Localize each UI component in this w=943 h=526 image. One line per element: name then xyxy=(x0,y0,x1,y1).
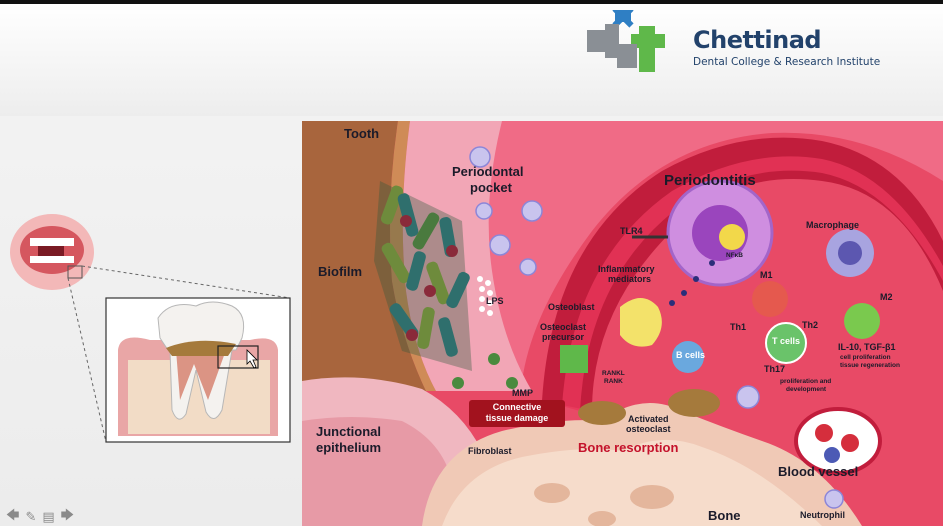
label-proliferation: proliferation and xyxy=(780,379,831,386)
label-macrophage: Macrophage xyxy=(806,221,859,230)
figure-title: Periodontitis xyxy=(664,173,756,189)
connective-tissue-damage-box: Connective tissue damage xyxy=(469,400,565,427)
label-m1: M1 xyxy=(760,271,773,280)
label-ctd-2: tissue damage xyxy=(469,414,565,423)
label-b-cells: B cells xyxy=(676,351,705,360)
label-biofilm: Biofilm xyxy=(318,265,362,279)
label-inflammatory-2: mediators xyxy=(608,275,651,284)
pen-icon[interactable]: ✎ xyxy=(25,510,36,525)
slide-nav-controls: 🡄 ✎ ▤ 🡆 xyxy=(6,508,126,526)
m1-cell xyxy=(752,281,788,317)
label-nfkb: NFκB xyxy=(726,253,743,260)
label-ctd-1: Connective xyxy=(469,403,565,412)
label-tlr4: TLR4 xyxy=(620,227,643,236)
label-periodontal-pocket-2: pocket xyxy=(470,181,512,195)
label-cell-proliferation: cell proliferation xyxy=(840,355,891,362)
m2-cell xyxy=(844,303,880,339)
label-epithelium: epithelium xyxy=(316,441,381,455)
label-development: development xyxy=(786,387,826,394)
label-rankl: RANKL xyxy=(602,371,625,378)
tooth-thumbnail-illustration xyxy=(0,200,300,460)
periodontitis-figure: Tooth Periodontal pocket Periodontitis B… xyxy=(302,121,943,526)
previous-arrow-icon[interactable]: 🡄 xyxy=(6,506,19,526)
label-il10: IL-10, TGF-β1 xyxy=(838,343,896,352)
label-rank: RANK xyxy=(604,379,623,386)
chettinad-logo xyxy=(587,10,677,74)
brand-name: Chettinad xyxy=(693,26,821,54)
label-blood-vessel: Blood vessel xyxy=(778,465,858,479)
label-th2: Th2 xyxy=(802,321,818,330)
label-activated-osteoclast-2: osteoclast xyxy=(626,425,671,434)
brand-subtitle: Dental College & Research Institute xyxy=(693,56,943,68)
osteoblast-cell xyxy=(620,298,662,347)
label-th17: Th17 xyxy=(764,365,785,374)
slide-header: Chettinad Dental College & Research Inst… xyxy=(0,4,943,116)
next-arrow-icon[interactable]: 🡆 xyxy=(61,506,74,526)
label-mmp: MMP xyxy=(512,389,533,398)
mouth-icon xyxy=(10,214,94,290)
label-periodontal-pocket-1: Periodontal xyxy=(452,165,524,179)
label-lps: LPS xyxy=(486,297,504,306)
label-tooth: Tooth xyxy=(344,127,379,141)
label-m2: M2 xyxy=(880,293,893,302)
macrophage-cell xyxy=(826,229,874,277)
osteoclast-precursor-cell xyxy=(560,345,588,373)
label-tissue-regeneration: tissue regeneration xyxy=(840,363,900,370)
label-bone-resorption: Bone resorption xyxy=(578,441,678,455)
label-th1: Th1 xyxy=(730,323,746,332)
label-t-cells: T cells xyxy=(772,337,800,346)
menu-icon[interactable]: ▤ xyxy=(42,510,54,525)
label-neutrophil: Neutrophil xyxy=(800,511,845,520)
label-junctional: Junctional xyxy=(316,425,381,439)
tooth-cross-section xyxy=(106,298,290,442)
label-osteoclast-precursor-2: precursor xyxy=(542,333,584,342)
label-fibroblast: Fibroblast xyxy=(468,447,512,456)
label-osteoblast: Osteoblast xyxy=(548,303,595,312)
label-bone: Bone xyxy=(708,509,741,523)
